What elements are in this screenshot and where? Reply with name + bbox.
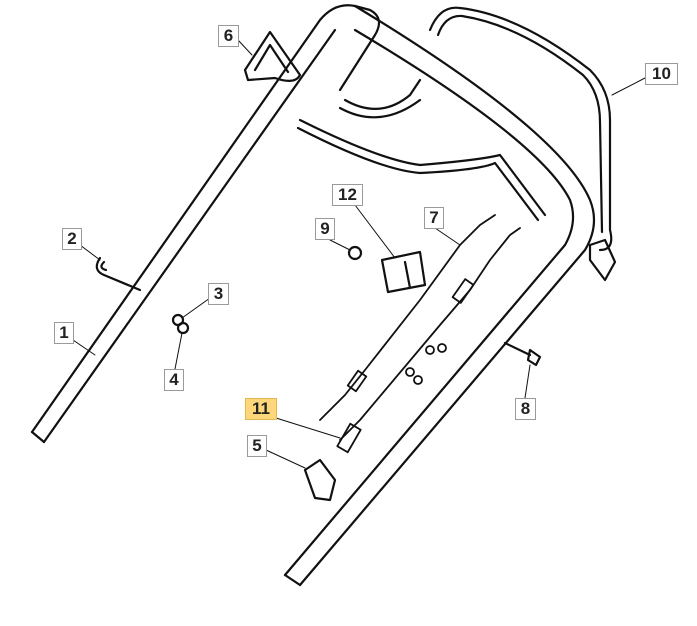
callout-2[interactable]: 2 <box>62 228 82 250</box>
handle-frame <box>30 4 596 587</box>
part-2-hook <box>95 256 142 292</box>
cables <box>319 214 521 454</box>
part-5-clamp <box>303 458 337 502</box>
part-4-nut <box>176 321 190 335</box>
leader-lines <box>72 39 646 469</box>
part-9-nut <box>347 245 363 261</box>
callout-6[interactable]: 6 <box>218 25 239 47</box>
callout-4[interactable]: 4 <box>164 369 184 391</box>
callout-1[interactable]: 1 <box>54 322 74 344</box>
callout-11-highlighted[interactable]: 11 <box>245 398 277 420</box>
callout-7[interactable]: 7 <box>424 207 444 229</box>
bail-bar <box>296 6 617 282</box>
callout-9[interactable]: 9 <box>315 218 335 240</box>
part-12-block <box>380 250 427 294</box>
callout-8[interactable]: 8 <box>515 398 536 420</box>
callout-3[interactable]: 3 <box>208 283 229 305</box>
callout-5[interactable]: 5 <box>247 435 267 457</box>
part-6-clip <box>243 30 302 82</box>
callout-12[interactable]: 12 <box>332 184 363 206</box>
callout-10[interactable]: 10 <box>645 63 678 85</box>
part-8-bolt <box>503 341 542 367</box>
